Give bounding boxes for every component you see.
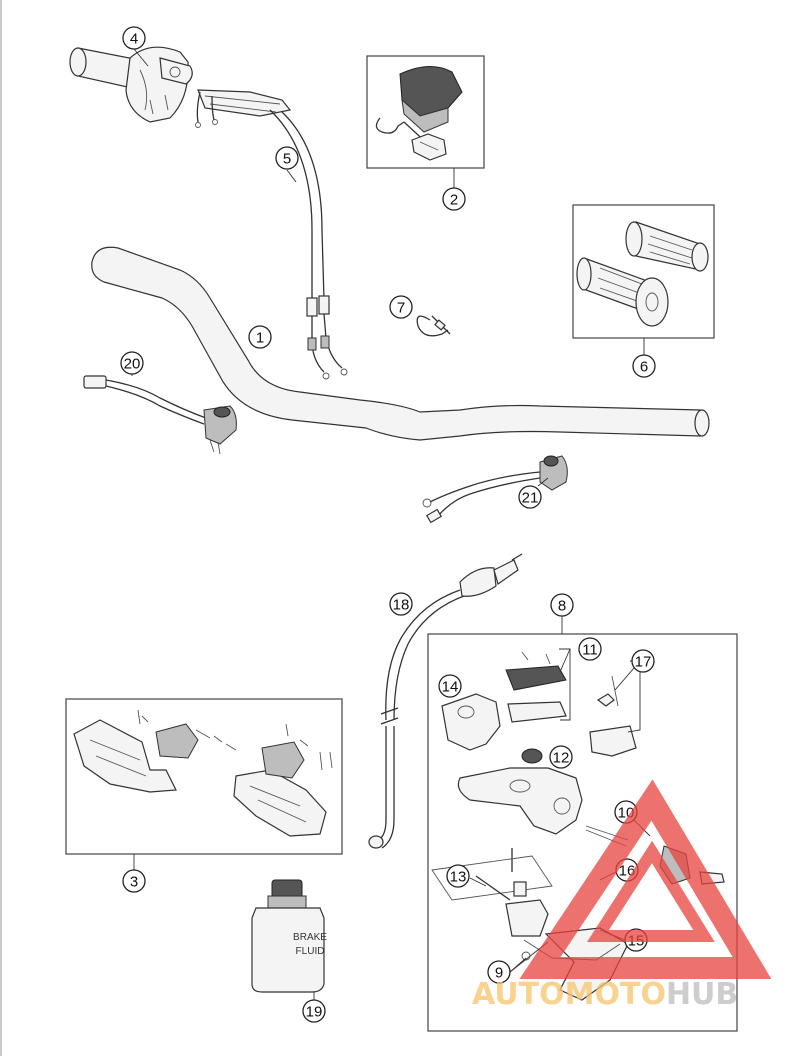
switch-right — [422, 455, 568, 524]
callout-17: 17 — [631, 649, 655, 673]
brake-fluid-bottle: BRAKE FLUID — [251, 879, 327, 993]
callout-1: 1 — [248, 325, 272, 349]
throttle-grip — [69, 46, 193, 123]
svg-text:7: 7 — [397, 300, 405, 317]
svg-text:11: 11 — [582, 642, 598, 659]
handlebar — [91, 246, 710, 441]
callout-11: 11 — [578, 637, 602, 661]
kill-switch-left — [83, 375, 237, 455]
callout-14: 14 — [438, 674, 462, 698]
callout-13: 13 — [446, 864, 470, 888]
callout-20: 20 — [120, 351, 144, 375]
svg-text:19: 19 — [306, 1004, 323, 1021]
svg-text:13: 13 — [450, 869, 467, 886]
svg-text:21: 21 — [522, 490, 539, 507]
watermark: AUTOMOTOHUB — [472, 779, 772, 1012]
callout-9: 9 — [487, 960, 511, 984]
throttle-cables — [195, 89, 348, 380]
callout-18: 18 — [389, 592, 413, 616]
svg-text:12: 12 — [553, 750, 570, 767]
svg-text:1: 1 — [256, 330, 264, 347]
callout-2: 2 — [442, 187, 466, 211]
svg-text:17: 17 — [635, 654, 652, 671]
part-6-group — [572, 204, 715, 339]
callout-4: 4 — [122, 26, 146, 50]
callout-6: 6 — [632, 354, 656, 378]
svg-text:14: 14 — [442, 679, 459, 696]
callout-8: 8 — [550, 593, 574, 617]
svg-text:6: 6 — [640, 359, 648, 376]
part-2-group — [366, 55, 485, 169]
watermark-text-part1: AUTOMOTOHUB — [472, 977, 738, 1012]
callout-3: 3 — [122, 869, 146, 893]
callout-12: 12 — [549, 745, 573, 769]
bottle-label-line1: BRAKE — [293, 932, 327, 943]
svg-text:8: 8 — [558, 598, 566, 615]
svg-text:20: 20 — [124, 356, 141, 373]
bottle-label-line2: FLUID — [296, 946, 325, 957]
svg-text:3: 3 — [130, 874, 138, 891]
callout-19: 19 — [302, 999, 326, 1023]
callout-5: 5 — [275, 146, 299, 170]
svg-text:4: 4 — [130, 31, 138, 48]
svg-text:9: 9 — [495, 965, 503, 982]
brake-hose — [368, 553, 523, 849]
leader-lines — [131, 48, 651, 1000]
svg-text:2: 2 — [450, 192, 458, 209]
callout-7: 7 — [389, 295, 413, 319]
part-3-group — [65, 698, 343, 855]
cable-tie — [416, 315, 451, 337]
callout-21: 21 — [518, 485, 542, 509]
svg-text:18: 18 — [393, 597, 410, 614]
svg-text:5: 5 — [283, 151, 291, 168]
